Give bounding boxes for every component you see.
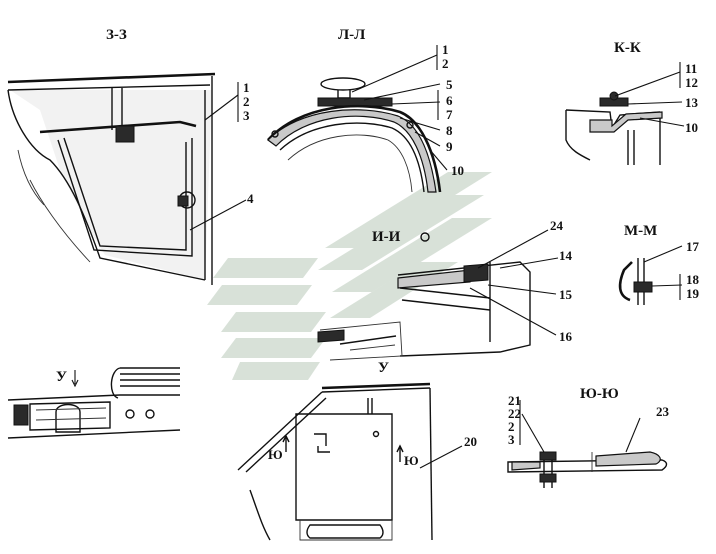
view-z-z: З-З 1 2 3 4 xyxy=(7,27,254,285)
callout-l-2: 2 xyxy=(442,56,449,71)
view-k-k-title: К-К xyxy=(614,40,641,56)
callout-k-10: 10 xyxy=(685,120,698,135)
view-u-detail: У Ю Ю 20 xyxy=(237,360,477,541)
callout-z-3: 3 xyxy=(243,108,250,123)
callout-m-17: 17 xyxy=(686,239,700,254)
view-i-i-title: И-И xyxy=(372,229,401,245)
callout-m-19: 19 xyxy=(686,286,700,301)
callout-u-20: 20 xyxy=(464,434,477,449)
callout-yu-23: 23 xyxy=(656,404,670,419)
callout-m-18: 18 xyxy=(686,272,700,287)
callout-yu-22: 22 xyxy=(508,406,521,421)
callout-yu-21: 21 xyxy=(508,393,521,408)
callout-i-24: 24 xyxy=(550,218,564,233)
section-mark-yu-left: Ю xyxy=(268,447,283,462)
callout-l-8: 8 xyxy=(446,123,453,138)
callout-k-13: 13 xyxy=(685,95,699,110)
callout-l-9: 9 xyxy=(446,139,453,154)
callout-l-10: 10 xyxy=(451,163,464,178)
callout-k-12: 12 xyxy=(685,75,698,90)
callout-yu-2: 2 xyxy=(508,419,515,434)
view-u-detail-title: У xyxy=(378,360,389,376)
callout-yu-3: 3 xyxy=(508,432,515,447)
view-z-z-title: З-З xyxy=(106,27,127,43)
callout-l-6: 6 xyxy=(446,93,453,108)
view-u-title: У xyxy=(56,369,67,385)
view-yu-yu: Ю-Ю 21 22 2 3 23 xyxy=(507,386,670,488)
callout-z-2: 2 xyxy=(243,94,250,109)
view-u-marker: У xyxy=(7,367,181,439)
view-yu-yu-title: Ю-Ю xyxy=(580,386,619,402)
callout-i-16: 16 xyxy=(559,329,573,344)
view-i-i: И-И 24 14 15 16 xyxy=(317,218,573,361)
callout-z-4: 4 xyxy=(247,191,254,206)
callout-l-5: 5 xyxy=(446,77,453,92)
view-m-m-title: М-М xyxy=(624,223,657,239)
view-k-k: К-К 11 12 13 10 xyxy=(565,40,699,165)
section-mark-yu-right: Ю xyxy=(404,453,419,468)
callout-i-14: 14 xyxy=(559,248,573,263)
callout-k-11: 11 xyxy=(685,61,697,76)
callout-z-1: 1 xyxy=(243,80,250,95)
callout-i-15: 15 xyxy=(559,287,573,302)
view-l-l-title: Л-Л xyxy=(338,27,365,43)
callout-l-7: 7 xyxy=(446,107,453,122)
callout-l-1: 1 xyxy=(442,42,449,57)
view-l-l: Л-Л 1 2 5 6 7 8 9 10 xyxy=(267,27,464,193)
view-m-m: М-М 17 18 19 xyxy=(618,223,700,305)
